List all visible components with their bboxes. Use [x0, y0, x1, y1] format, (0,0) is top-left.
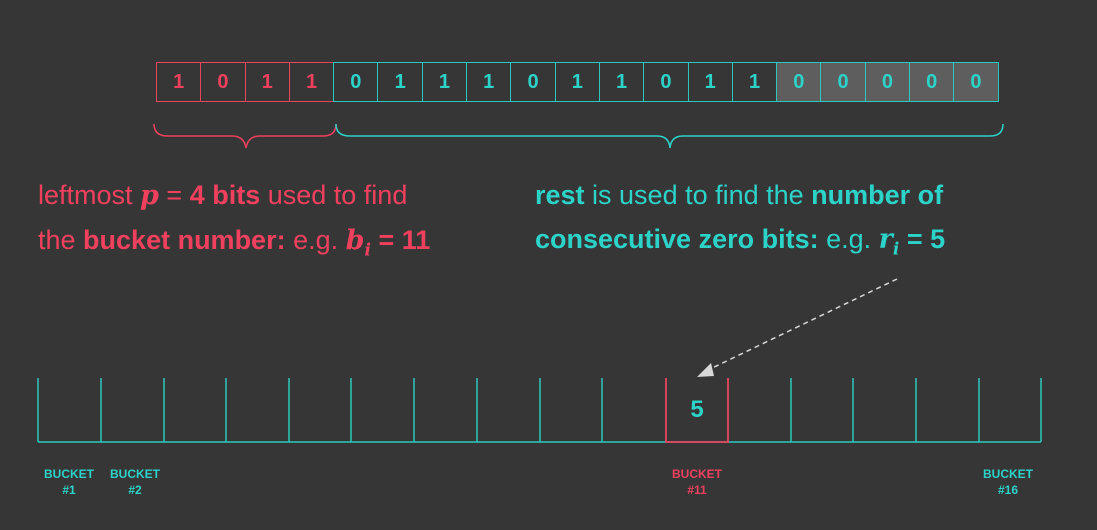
prefix-description: leftmost p = 4 bits used to find the buc… — [38, 173, 430, 272]
dashed-arrow-line — [707, 278, 898, 371]
bucket-label-2: BUCKET #2 — [110, 467, 160, 497]
rest-description-line-2: consecutive zero bits: e.g. ri = 5 — [535, 224, 946, 260]
bit-string: 1 0 1 1 0 1 1 1 0 1 1 0 1 1 0 0 0 0 0 — [156, 62, 999, 102]
trailing-zero-bit-cell: 0 — [820, 62, 866, 102]
bucket-label-11: BUCKET #11 — [672, 467, 722, 497]
prefix-brace — [153, 123, 337, 149]
trailing-zero-bit-cell: 0 — [864, 62, 911, 102]
variable-r-i: ri — [878, 224, 900, 260]
trailing-zero-bit-cell: 0 — [776, 62, 822, 102]
trailing-zero-bit-cell: 0 — [953, 62, 999, 102]
register-array — [37, 378, 1042, 443]
variable-b-i: bi — [345, 225, 371, 261]
rest-brace — [335, 123, 1004, 149]
prefix-description-line-1: leftmost p = 4 bits used to find — [38, 180, 408, 211]
bucket-label-16: BUCKET #16 — [983, 467, 1033, 497]
rest-description-line-1: rest is used to find the number of — [535, 180, 944, 210]
bucket-label-1: BUCKET #1 — [44, 467, 94, 497]
rest-description: rest is used to find the number of conse… — [535, 173, 945, 271]
prefix-description-line-2: the bucket number: e.g. bi = 11 — [38, 225, 431, 261]
arrow-head-icon — [697, 363, 714, 377]
variable-p: p — [140, 180, 159, 211]
bucket-11-value: 5 — [690, 396, 704, 423]
highlighted-bucket-outline — [665, 378, 729, 443]
